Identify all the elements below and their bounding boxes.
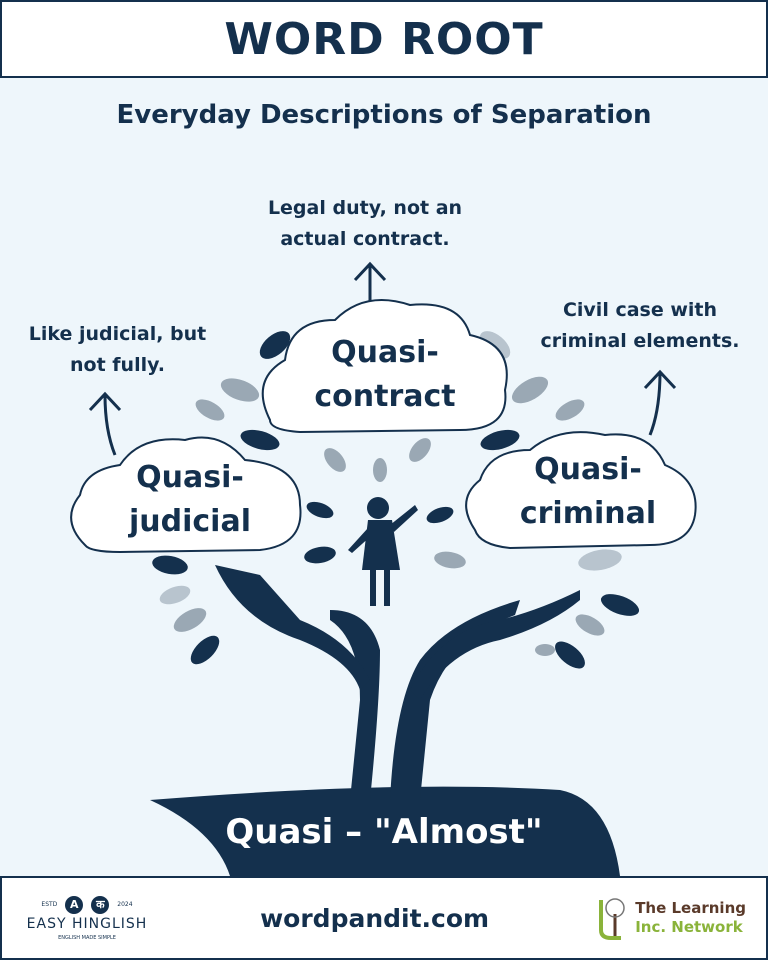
term-line: contract: [314, 379, 456, 414]
term-line: judicial: [129, 504, 251, 539]
cloud-quasi-criminal: Quasi-criminal: [478, 437, 698, 547]
child-silhouette: [348, 497, 418, 606]
tree-logo-icon: [599, 898, 625, 940]
ground-mound: [150, 786, 620, 876]
brand-tagline: ENGLISH MADE SIMPLE: [58, 934, 116, 941]
easy-hinglish-logo: ESTD A क 2024 EASY HINGLISH ENGLISH MADE…: [22, 895, 152, 941]
clouds: [70, 299, 697, 554]
meaning-judicial: Like judicial, but not fully.: [10, 319, 225, 381]
learning-network-logo: The Learning Inc. Network: [597, 896, 746, 940]
leaves: [152, 331, 640, 669]
root-label: Quasi – "Almost": [225, 812, 543, 852]
meaning-line: Legal duty, not an: [267, 197, 463, 219]
a-bubble-icon: A: [65, 895, 84, 914]
term-line: Quasi-: [136, 460, 244, 495]
meaning-line: not fully.: [70, 354, 165, 376]
estd-label: ESTD: [41, 901, 58, 908]
trunk: [330, 610, 380, 800]
ka-bubble-icon: क: [91, 895, 110, 914]
meaning-line: Like judicial, but: [28, 323, 207, 345]
left-hand: [215, 565, 370, 690]
meaning-line: criminal elements.: [540, 330, 740, 352]
meaning-line: Civil case with: [562, 299, 718, 321]
arrows: [88, 261, 677, 456]
cloud-quasi-contract: Quasi-contract: [270, 320, 500, 430]
meaning-contract: Legal duty, not an actual contract.: [245, 193, 485, 255]
header: WORD ROOT: [0, 0, 768, 78]
meaning-line: actual contract.: [280, 228, 450, 250]
meaning-criminal: Civil case with criminal elements.: [520, 295, 760, 357]
term-line: criminal: [519, 496, 657, 531]
right-hand: [410, 590, 580, 700]
term-line: Quasi-: [534, 452, 642, 487]
brand-name: EASY HINGLISH: [26, 915, 148, 932]
site-link[interactable]: wordpandit.com: [260, 903, 490, 933]
network-line1: The Learning: [635, 899, 746, 917]
cloud-quasi-judicial: Quasi-judicial: [80, 445, 300, 555]
subtitle: Everyday Descriptions of Separation: [116, 100, 652, 130]
year-label: 2024: [117, 901, 133, 908]
page-title: WORD ROOT: [224, 13, 544, 65]
network-line2: Inc. Network: [635, 918, 743, 936]
footer: ESTD A क 2024 EASY HINGLISH ENGLISH MADE…: [0, 876, 768, 960]
term-line: Quasi-: [331, 335, 439, 370]
